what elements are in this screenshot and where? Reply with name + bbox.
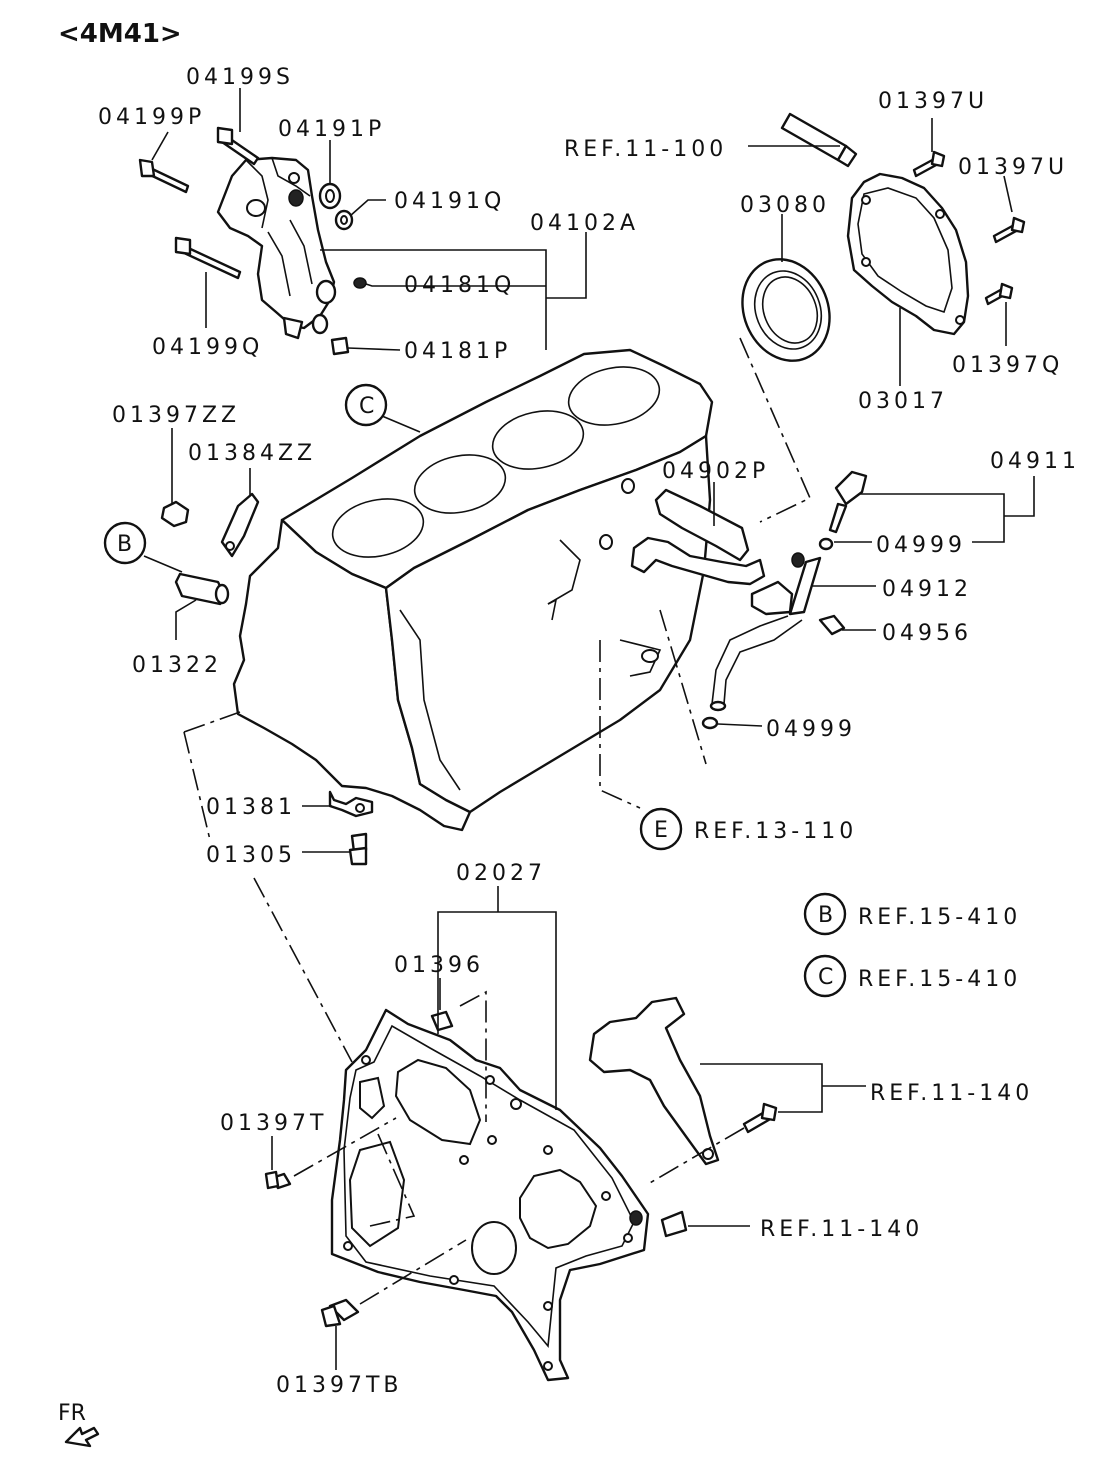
label-ref-15-410-b: REF.15-410	[858, 905, 1021, 930]
dowel-01396	[430, 1010, 454, 1032]
bolt-04956	[818, 614, 846, 636]
bolt-01397TB	[320, 1298, 360, 1328]
svg-text:B: B	[818, 903, 833, 928]
bolt-01397T	[264, 1170, 292, 1190]
bolt-bracket-lower	[660, 1210, 688, 1238]
label-04199P: 04199P	[98, 105, 205, 130]
svg-text:E: E	[654, 818, 668, 843]
pipe-01322	[174, 572, 230, 606]
part-01381	[328, 790, 374, 818]
label-04102A: 04102A	[530, 211, 639, 236]
label-04199S: 04199S	[186, 65, 294, 90]
bolt-01397ZZ	[160, 500, 190, 528]
bolt-01397U-b	[992, 216, 1026, 244]
bolt-01397U-a	[912, 150, 946, 178]
label-01396: 01396	[394, 953, 484, 978]
callout-c-legend: C	[803, 954, 847, 998]
callout-b-left: B	[103, 521, 147, 565]
plug-04181P	[330, 336, 350, 356]
label-04191Q: 04191Q	[394, 189, 505, 214]
front-plate	[330, 1008, 650, 1382]
oil-filter-bracket	[216, 156, 337, 340]
bolt-04199Q	[174, 236, 242, 280]
bolt-01397Q	[984, 282, 1014, 306]
label-02027: 02027	[456, 861, 546, 886]
label-01397ZZ: 01397ZZ	[112, 403, 240, 428]
label-ref-11-140-b: REF.11-140	[760, 1217, 923, 1242]
oil-level-gauge-04911	[828, 470, 868, 534]
label-01381: 01381	[206, 795, 296, 820]
rear-oil-seal-case-03017	[846, 172, 970, 336]
label-04912: 04912	[882, 577, 972, 602]
label-01397T: 01397T	[220, 1111, 327, 1136]
gauge-bracket	[750, 580, 794, 616]
label-03017: 03017	[858, 389, 948, 414]
label-01397U-b: 01397U	[958, 155, 1068, 180]
diagram-title: <4M41>	[58, 19, 182, 49]
o-ring-04999-lower	[701, 716, 719, 730]
callout-c-top: C	[344, 383, 388, 427]
label-04999-lower: 04999	[766, 717, 856, 742]
label-04181P: 04181P	[404, 339, 511, 364]
label-04999-upper: 04999	[876, 533, 966, 558]
label-01384ZZ: 01384ZZ	[188, 441, 316, 466]
label-01397Q: 01397Q	[952, 353, 1063, 378]
svg-text:B: B	[117, 532, 132, 557]
label-ref-13-110: REF.13-110	[694, 819, 857, 844]
bolt-04199S	[216, 126, 260, 166]
front-direction-indicator: FR	[58, 1401, 100, 1448]
label-04199Q: 04199Q	[152, 335, 263, 360]
bracket-04902P	[630, 488, 766, 586]
label-04956: 04956	[882, 621, 972, 646]
label-01322: 01322	[132, 653, 222, 678]
sealant-tube	[780, 112, 858, 168]
cylinder-block	[232, 348, 714, 832]
label-04181Q: 04181Q	[404, 273, 515, 298]
rear-oil-seal-03080	[741, 258, 831, 362]
svg-text:FR: FR	[58, 1401, 86, 1426]
mounting-bracket	[588, 996, 720, 1166]
guide-tube-04912	[709, 552, 822, 712]
o-ring-04999-upper	[818, 537, 834, 551]
label-04911: 04911	[990, 449, 1080, 474]
svg-text:C: C	[818, 965, 833, 990]
callout-e: E	[639, 807, 683, 851]
bolt-04199P	[138, 158, 190, 194]
label-ref-11-140-a: REF.11-140	[870, 1081, 1033, 1106]
label-01305: 01305	[206, 843, 296, 868]
label-04902P: 04902P	[662, 459, 769, 484]
label-ref-11-100: REF.11-100	[564, 137, 727, 162]
front-arrow-icon	[64, 1426, 100, 1448]
bracket-01384ZZ	[220, 492, 260, 558]
plug-04181Q	[353, 277, 367, 289]
label-01397U-a: 01397U	[878, 89, 988, 114]
label-ref-15-410-c: REF.15-410	[858, 967, 1021, 992]
label-03080: 03080	[740, 193, 830, 218]
svg-text:C: C	[359, 394, 374, 419]
bolt-bracket-upper	[742, 1102, 778, 1134]
label-04191P: 04191P	[278, 117, 385, 142]
plug-01305	[348, 832, 368, 866]
label-01397TB: 01397TB	[276, 1373, 403, 1398]
callout-b-legend: B	[803, 892, 847, 936]
